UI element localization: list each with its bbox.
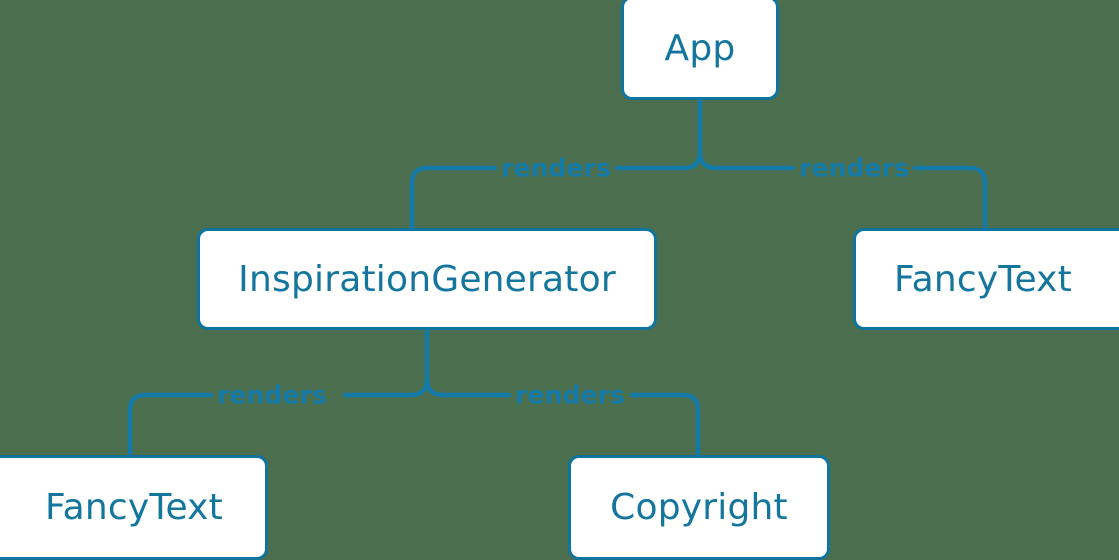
node-app-label: App (664, 27, 736, 69)
edge-app-inspgen-segment-b (409, 165, 498, 231)
edge-label-app-inspirationgenerator: renders (501, 153, 611, 183)
node-copyright[interactable]: Copyright (568, 455, 830, 560)
node-inspirationgenerator-label: InspirationGenerator (238, 258, 616, 300)
edge-inspgen-fancyleft-segment-b (127, 392, 214, 458)
edge-app-trunk (697, 97, 719, 171)
edge-label-app-fancytext: renders (799, 153, 909, 183)
edge-app-trunk-left (681, 149, 703, 171)
node-fancytext-right[interactable]: FancyText (853, 228, 1119, 330)
edge-inspgen-trunk-left (408, 376, 430, 398)
node-copyright-label: Copyright (610, 487, 788, 528)
edge-app-fancyright-segment-b (912, 165, 988, 231)
node-fancytext-left[interactable]: FancyText (0, 455, 268, 560)
edge-label-inspirationgenerator-fancytext: renders (217, 380, 327, 410)
node-inspirationgenerator[interactable]: InspirationGenerator (197, 228, 657, 330)
node-fancytext-left-label: FancyText (45, 487, 223, 528)
edge-inspgen-trunk (424, 327, 446, 398)
node-app[interactable]: App (621, 0, 779, 100)
node-fancytext-right-label: FancyText (894, 258, 1072, 300)
edge-label-inspirationgenerator-copyright: renders (515, 380, 625, 410)
edge-inspgen-copyright-segment-b (629, 392, 701, 458)
